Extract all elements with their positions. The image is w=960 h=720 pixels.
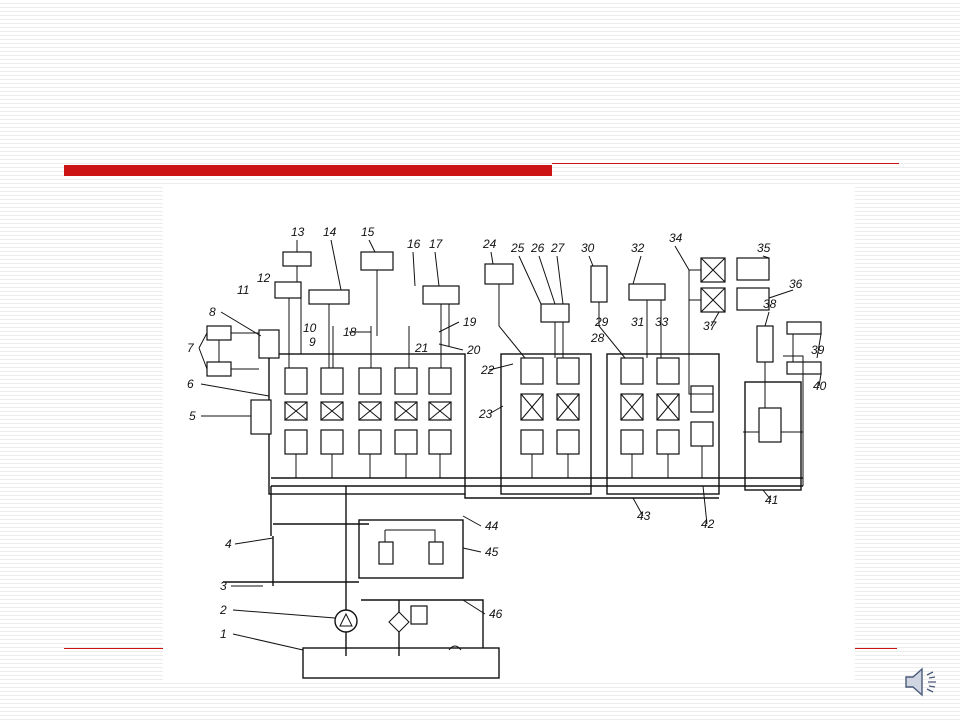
label-34: 34 — [669, 231, 683, 245]
label-46: 46 — [489, 607, 503, 621]
label-10: 10 — [303, 321, 317, 335]
label-40: 40 — [813, 379, 827, 393]
label-11: 11 — [237, 283, 249, 297]
label-30: 30 — [581, 241, 595, 255]
label-24: 24 — [482, 237, 497, 251]
label-14: 14 — [323, 225, 337, 239]
label-7: 7 — [187, 341, 195, 355]
label-23: 23 — [478, 407, 493, 421]
footer-line-right — [855, 648, 897, 649]
label-8: 8 — [209, 305, 216, 319]
label-21: 21 — [414, 341, 428, 355]
label-16: 16 — [407, 237, 421, 251]
valve-block-far-right — [744, 381, 802, 491]
actuator-lines — [218, 266, 804, 486]
valve-block-right — [606, 353, 720, 495]
spool-group-right — [620, 357, 714, 478]
label-13: 13 — [291, 225, 305, 239]
label-29: 29 — [594, 315, 609, 329]
label-44: 44 — [485, 519, 499, 533]
label-22: 22 — [480, 363, 495, 377]
label-1: 1 — [220, 627, 227, 641]
label-17: 17 — [429, 237, 444, 251]
return-line — [464, 494, 719, 499]
label-26: 26 — [530, 241, 545, 255]
label-32: 32 — [631, 241, 645, 255]
label-4: 4 — [225, 537, 232, 551]
label-25: 25 — [510, 241, 525, 255]
label-9: 9 — [309, 335, 316, 349]
label-3: 3 — [220, 579, 227, 593]
label-31: 31 — [631, 315, 644, 329]
label-42: 42 — [701, 517, 715, 531]
label-20: 20 — [466, 343, 481, 357]
label-28: 28 — [590, 331, 605, 345]
label-27: 27 — [550, 241, 566, 255]
title-accent-line — [552, 163, 899, 164]
valve-block-middle — [500, 353, 592, 495]
label-45: 45 — [485, 545, 499, 559]
pump-circuit — [223, 486, 500, 679]
leader-lines — [198, 239, 822, 651]
label-43: 43 — [637, 509, 651, 523]
label-5: 5 — [189, 409, 196, 423]
spool-group-far-right — [743, 407, 803, 443]
label-37: 37 — [703, 319, 718, 333]
title-accent-bar — [64, 165, 552, 176]
hydraulic-schematic: 1 2 3 4 5 6 7 8 9 10 11 12 13 14 15 16 1… — [163, 186, 855, 682]
label-36: 36 — [789, 277, 803, 291]
footer-line-left — [64, 648, 164, 649]
spool-group-middle — [520, 357, 580, 478]
label-19: 19 — [463, 315, 477, 329]
label-33: 33 — [655, 315, 669, 329]
speaker-icon[interactable] — [902, 664, 942, 700]
label-38: 38 — [763, 297, 777, 311]
label-35: 35 — [757, 241, 771, 255]
spool-group-left — [284, 367, 452, 478]
label-6: 6 — [187, 377, 194, 391]
actuators — [206, 251, 822, 435]
label-12: 12 — [257, 271, 271, 285]
callout-labels: 1 2 3 4 5 6 7 8 9 10 11 12 13 14 15 16 1… — [187, 225, 827, 641]
label-15: 15 — [361, 225, 375, 239]
label-2: 2 — [219, 603, 227, 617]
